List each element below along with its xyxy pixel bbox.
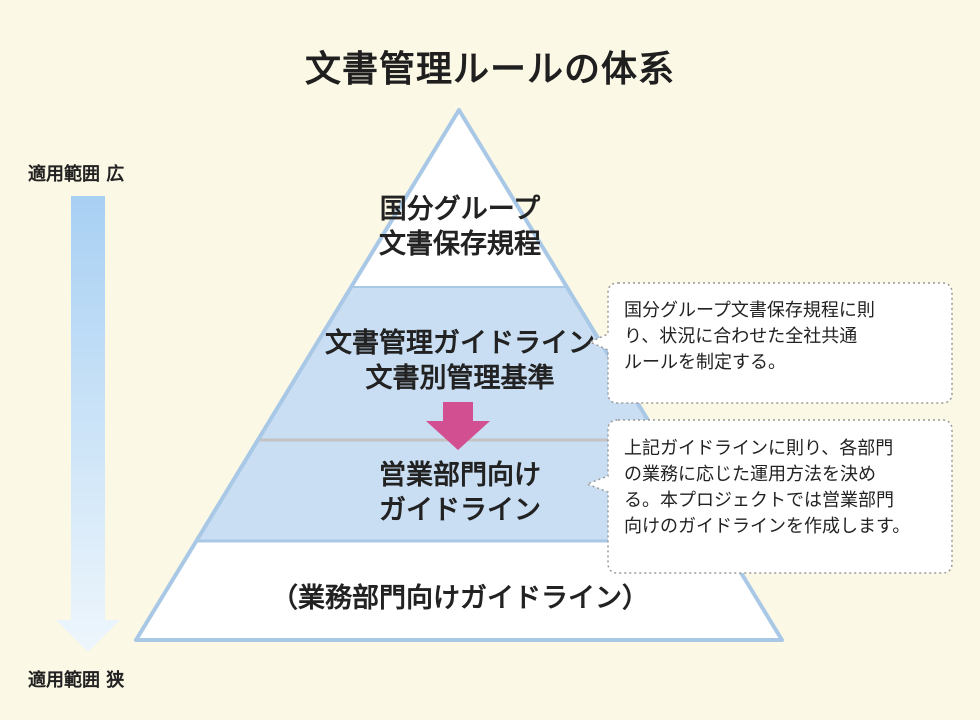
layer3-line1: 営業部門向け — [379, 460, 541, 491]
layer-sales-guideline: 営業部門向け ガイドライン — [320, 458, 600, 528]
note1-line2: り、状況に合わせた全社共通 — [624, 326, 858, 348]
note1-line3: ルールを制定する。 — [624, 352, 786, 374]
callout-box-1 — [588, 282, 953, 404]
callout-note-2: 上記ガイドラインに則り、各部門 の業務に応じた運用方法を決め る。本プロジェクト… — [624, 436, 910, 540]
scope-wide-label: 適用範囲 広 — [28, 164, 125, 185]
layer2-line1: 文書管理ガイドライン — [325, 328, 595, 359]
layer-group-retention-rules: 国分グループ 文書保存規程 — [360, 192, 560, 262]
callout-note-1: 国分グループ文書保存規程に則 り、状況に合わせた全社共通 ルールを制定する。 — [624, 298, 875, 376]
note2-line3: る。本プロジェクトでは営業部門 — [624, 490, 894, 512]
down-arrow-icon — [426, 402, 490, 450]
layer1-line2: 文書保存規程 — [379, 229, 541, 261]
callout-box-2 — [584, 419, 953, 574]
layer2-line2: 文書別管理基準 — [365, 363, 555, 395]
layer1-line1: 国分グループ — [379, 194, 541, 225]
note2-line4: 向けのガイドラインを作成します。 — [624, 516, 911, 538]
note2-line1: 上記ガイドラインに則り、各部門 — [624, 438, 894, 459]
layer-business-guideline: （業務部門向けガイドライン） — [271, 583, 649, 614]
layer3-line2: ガイドライン — [379, 495, 541, 527]
page-title: 文書管理ルールの体系 — [304, 49, 675, 90]
layer-document-guideline: 文書管理ガイドライン 文書別管理基準 — [290, 326, 630, 396]
note2-line2: の業務に応じた運用方法を決め — [624, 464, 876, 486]
scope-arrow-icon — [56, 196, 120, 652]
scope-narrow-label: 適用範囲 狭 — [28, 670, 125, 691]
note1-line1: 国分グループ文書保存規程に則 — [624, 300, 875, 321]
